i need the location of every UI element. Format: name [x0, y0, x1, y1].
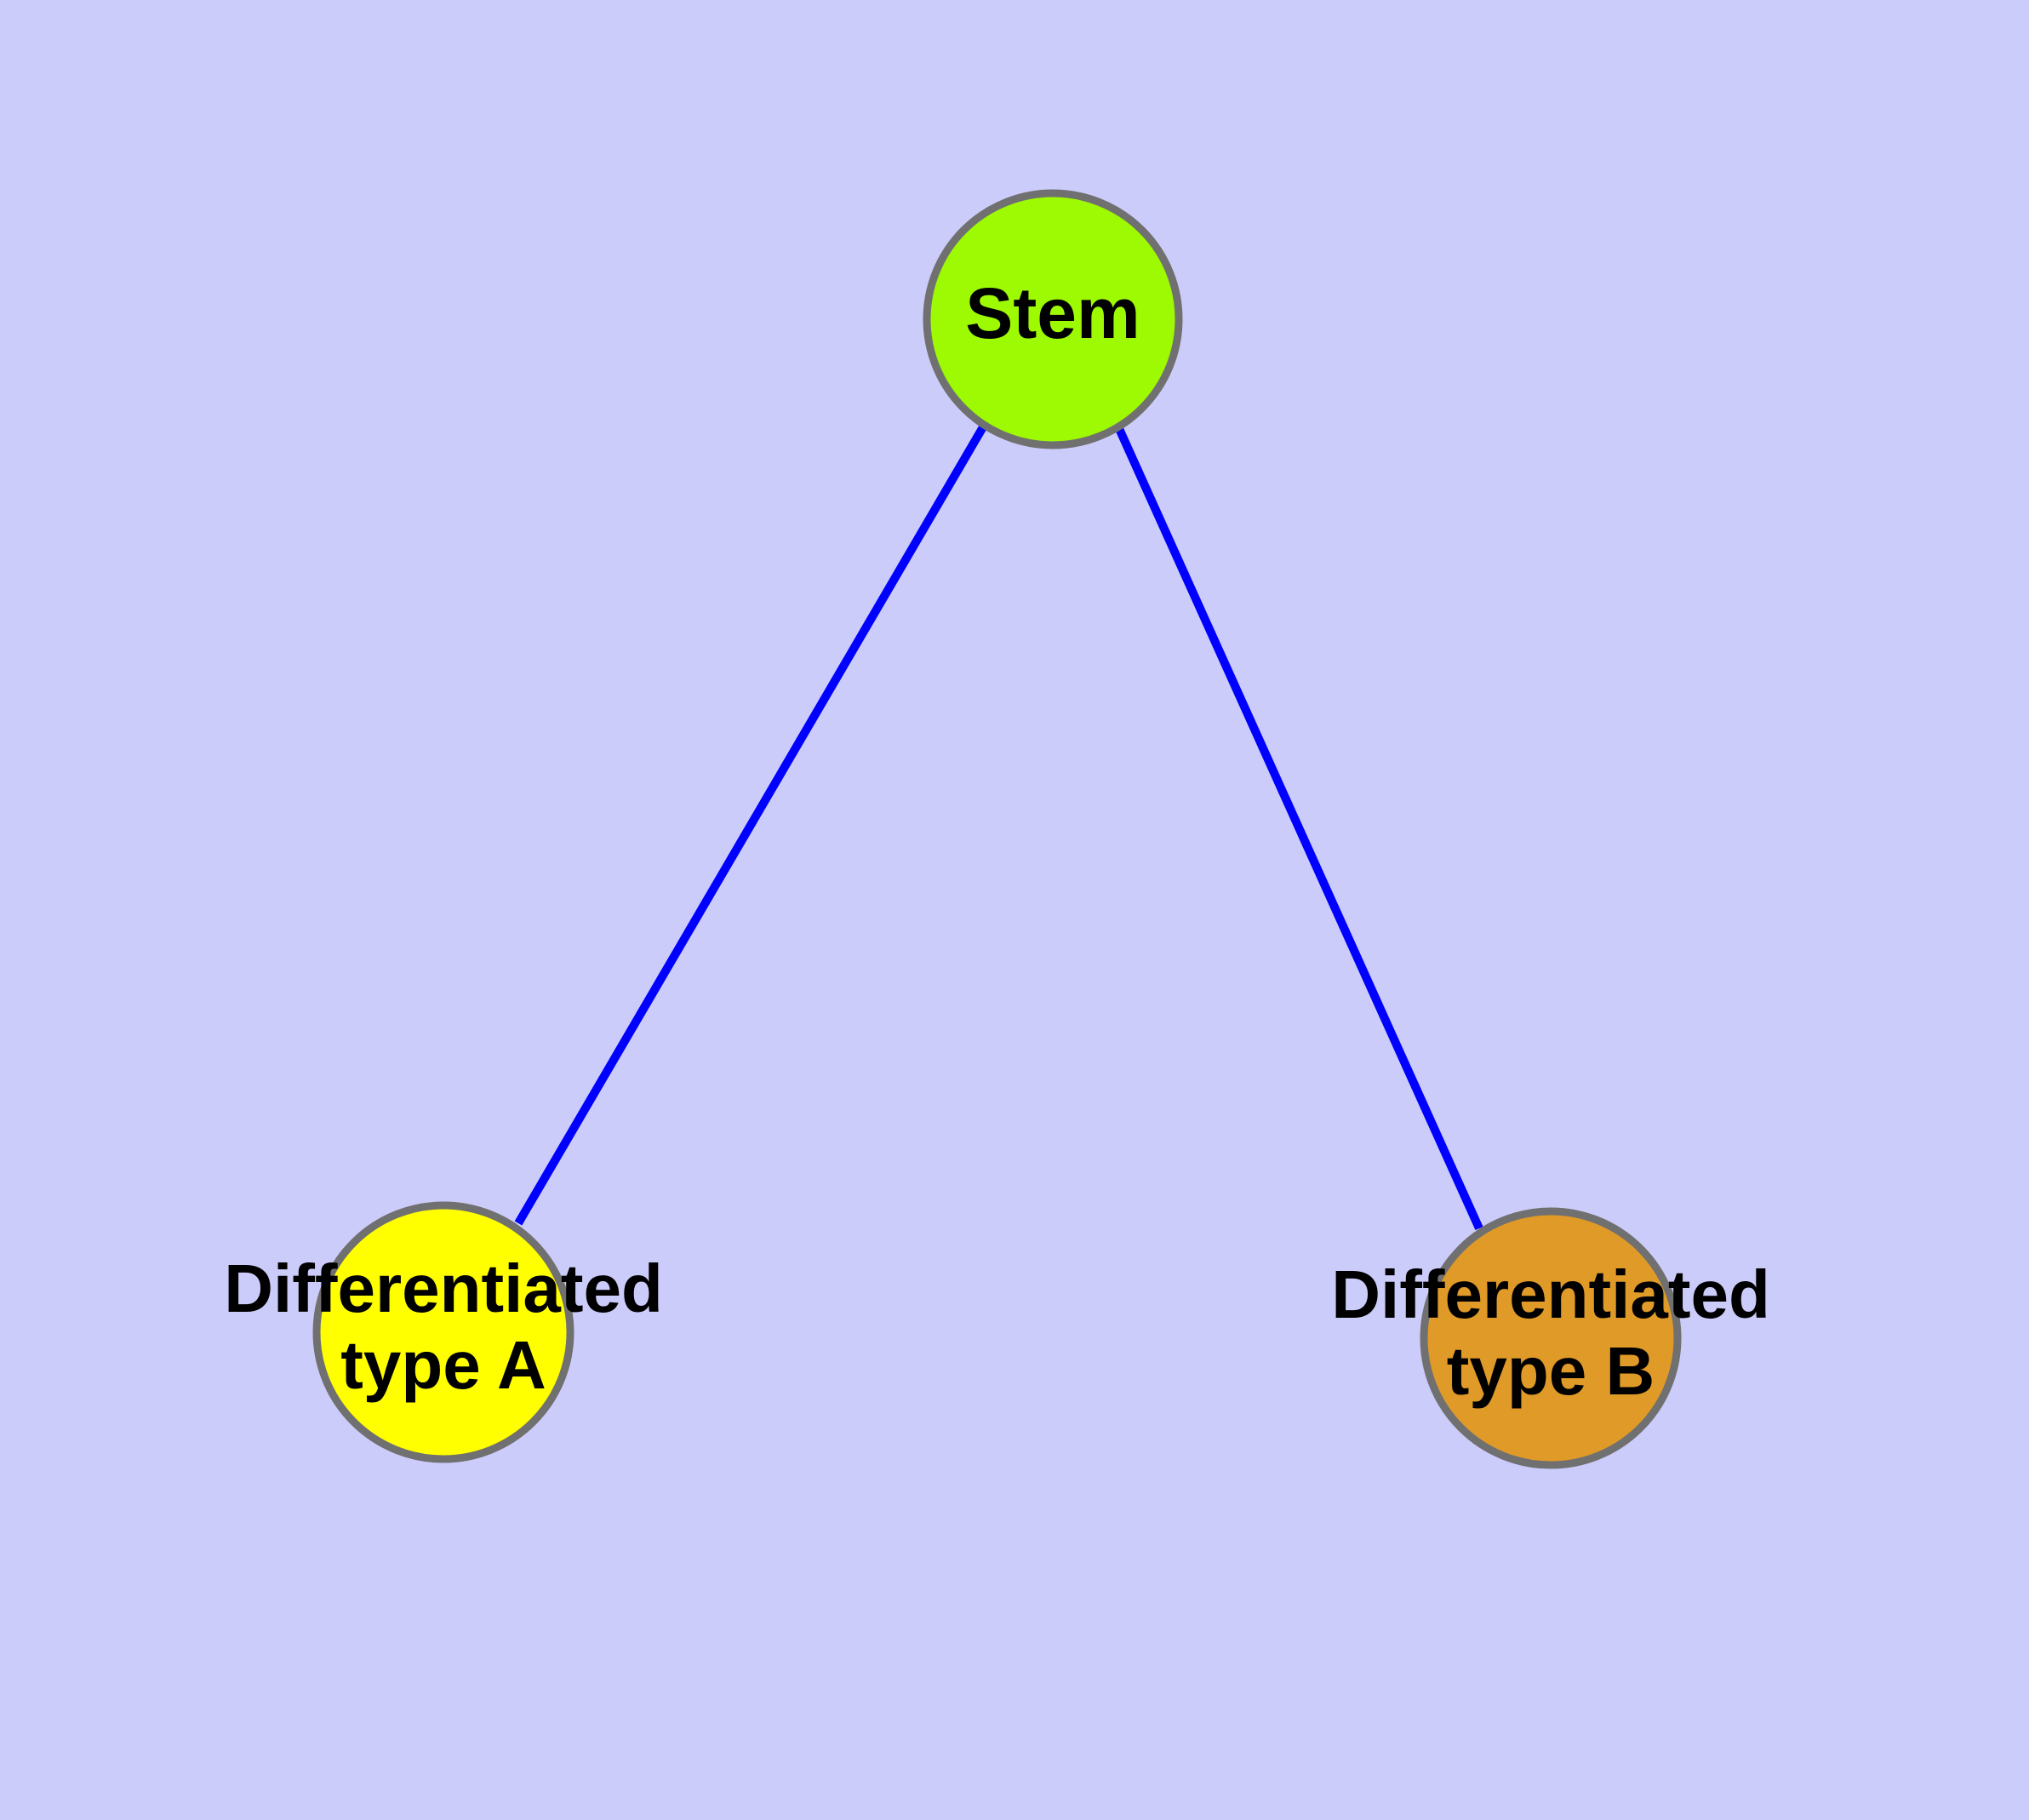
node-circle-differentiated-type-b[interactable]	[1420, 1207, 1682, 1469]
node-label-stem: Stem	[965, 273, 1140, 353]
node-circle-stem[interactable]	[923, 189, 1183, 449]
node-circle-differentiated-type-a[interactable]	[312, 1201, 574, 1463]
node-stem[interactable]: Stem	[923, 189, 1183, 449]
edge-stem-to-type-a[interactable]	[514, 423, 988, 1226]
edge-stem-to-type-b[interactable]	[1112, 421, 1483, 1231]
edges-group	[514, 421, 1483, 1231]
